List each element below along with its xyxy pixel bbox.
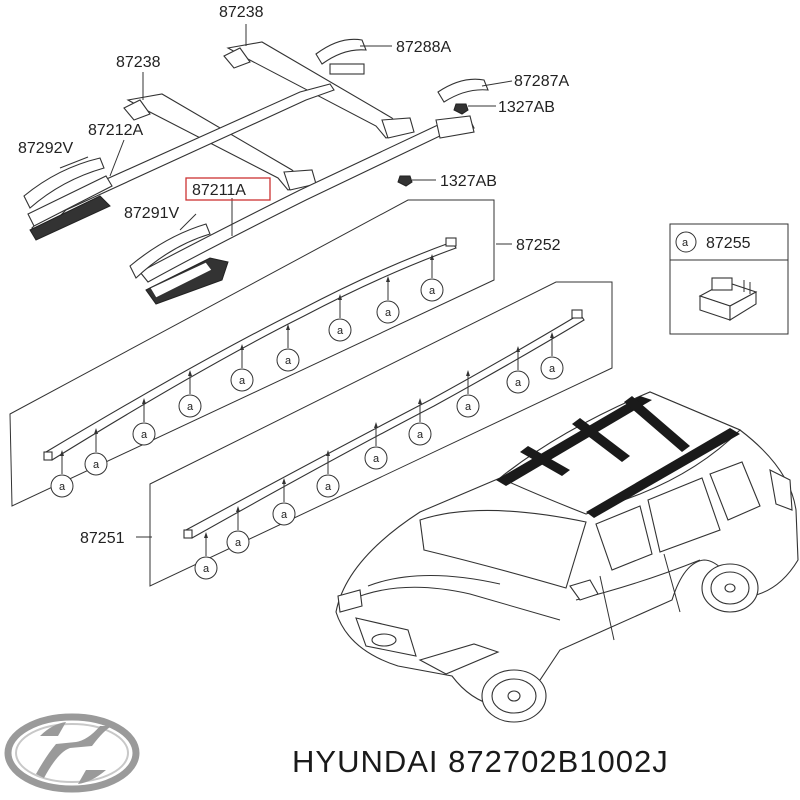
hyundai-logo — [4, 713, 140, 793]
clip-balloon-letter: a — [429, 285, 436, 297]
molding-panel-87251 — [149, 281, 613, 587]
balloon-arrow — [240, 344, 244, 350]
label-87292v: 87292V — [18, 140, 73, 157]
molding-panel-87252 — [9, 199, 495, 507]
clip-balloon — [540, 356, 564, 380]
clip-balloon-letter: a — [187, 401, 194, 413]
clip-balloon — [364, 446, 388, 470]
balloon-arrow — [430, 254, 434, 260]
balloon-arrow — [326, 450, 330, 456]
clip-balloon-letter: a — [325, 481, 332, 493]
clip-balloon — [376, 300, 400, 324]
balloon-arrow — [282, 478, 286, 484]
clip-balloon — [328, 318, 352, 342]
clip-icon — [698, 277, 758, 321]
balloon-arrow — [338, 294, 342, 300]
clip-balloon-letter: a — [373, 453, 380, 465]
label-87211a: 87211A — [192, 182, 246, 199]
balloon-arrow — [516, 346, 520, 352]
clip-balloon-letter: a — [141, 429, 148, 441]
balloon-arrow — [94, 428, 98, 434]
clip-balloon — [506, 370, 530, 394]
clip-balloon — [408, 422, 432, 446]
balloon-arrow — [142, 398, 146, 404]
clip-balloon-letter: a — [337, 325, 344, 337]
highlight-box-87211a — [185, 177, 271, 201]
clip-balloon — [316, 474, 340, 498]
balloon-arrow — [374, 422, 378, 428]
label-87252: 87252 — [516, 237, 561, 254]
balloon-arrow — [418, 398, 422, 404]
clip-balloon-letter: a — [239, 375, 246, 387]
front-wheel — [481, 669, 547, 723]
legend-box-87255: a 87255 — [669, 223, 789, 335]
clip-balloon-letter: a — [59, 481, 66, 493]
legend-part-number: 87255 — [706, 235, 751, 252]
label-1327ab-mid: 1327AB — [440, 173, 497, 190]
clip-balloon-letter: a — [203, 563, 210, 575]
balloon-arrow — [386, 276, 390, 282]
clip-balloon-letter: a — [385, 307, 392, 319]
clip-balloon — [456, 394, 480, 418]
clip-balloon-letter: a — [285, 355, 292, 367]
label-87212a: 87212A — [88, 122, 143, 139]
balloon-arrow — [550, 332, 554, 338]
clip-balloon-letter: a — [515, 377, 522, 389]
clip-balloon — [420, 278, 444, 302]
label-87238-top: 87238 — [219, 4, 264, 21]
clip-balloon-letter: a — [281, 509, 288, 521]
label-87288a: 87288A — [396, 39, 451, 56]
balloon-arrow — [286, 324, 290, 330]
balloon-arrow — [60, 450, 64, 456]
clip-balloon-letter: a — [93, 459, 100, 471]
label-1327ab-top: 1327AB — [498, 99, 555, 116]
label-87291v: 87291V — [124, 205, 179, 222]
part-labels: 87238 87288A 87238 87287A 1327AB 87212A … — [18, 4, 569, 547]
clip-balloon-letter: a — [235, 537, 242, 549]
balloon-arrow — [204, 532, 208, 538]
rear-wheel — [701, 563, 759, 613]
clip-balloon — [194, 556, 218, 580]
label-87287a: 87287A — [514, 73, 569, 90]
clip-balloon — [50, 474, 74, 498]
suv-illustration — [335, 391, 799, 723]
roof-rack-assembly — [23, 38, 489, 305]
legend-balloon-letter: a — [682, 237, 689, 249]
clip-balloon-letter: a — [465, 401, 472, 413]
roof-rack-black — [496, 396, 740, 518]
clip-balloon-letter: a — [417, 429, 424, 441]
leader-lines — [59, 24, 513, 538]
legend-balloon — [675, 231, 697, 253]
balloon-arrow — [466, 370, 470, 376]
label-87238-left: 87238 — [116, 54, 161, 71]
brand-caption: HYUNDAI 872702B1002J — [292, 744, 669, 779]
clip-balloon-letter: a — [549, 363, 556, 375]
clip-balloons: a a a a a a a a a a a a a a a a a a — [50, 254, 564, 580]
clip-balloon — [84, 452, 108, 476]
balloon-arrow — [188, 370, 192, 376]
clip-balloon — [272, 502, 296, 526]
clip-balloon — [226, 530, 250, 554]
clip-balloon — [132, 422, 156, 446]
clip-balloon — [230, 368, 254, 392]
label-87251: 87251 — [80, 530, 125, 547]
clip-balloon — [276, 348, 300, 372]
balloon-arrow — [236, 506, 240, 512]
clip-balloon — [178, 394, 202, 418]
